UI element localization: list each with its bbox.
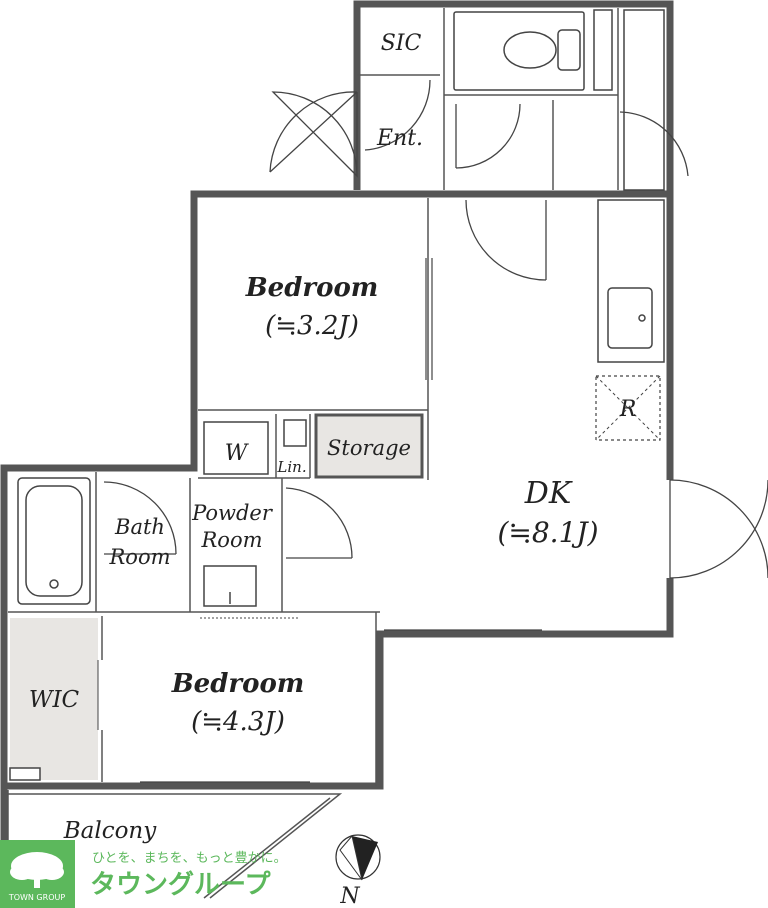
internal-walls [8, 8, 665, 786]
sink-icon [597, 199, 665, 363]
fridge-box [595, 375, 661, 441]
sic-label: SIC [381, 31, 422, 56]
tree-icon [10, 852, 64, 888]
bedroom1-size: (≒3.2J) [265, 311, 359, 341]
toilet-icon [453, 11, 585, 91]
balcony-label: Balcony [63, 818, 158, 844]
powder-room-label-1: Powder [191, 501, 274, 525]
wic-label: WIC [29, 687, 80, 713]
washer-icon [203, 421, 269, 475]
dk-size: (≒8.1J) [497, 516, 598, 549]
bathtub-icon [17, 477, 91, 605]
washer-label: W [225, 441, 250, 466]
wic-shelf [9, 767, 41, 781]
bath-room-label-2: Room [108, 545, 170, 569]
storage-label: Storage [327, 436, 411, 460]
compass-north-label: N [339, 884, 360, 908]
wic-fill [10, 618, 98, 780]
bedroom2-name: Bedroom [171, 669, 305, 699]
bath-room-label-1: Bath [114, 515, 165, 539]
linen-shelf [283, 419, 307, 447]
fridge-label: R [619, 397, 637, 422]
logo-mark-text: TOWN GROUP [8, 893, 66, 902]
doors [97, 79, 768, 783]
powder-room-label-2: Room [200, 528, 262, 552]
dk-name: DK [524, 476, 573, 511]
bedroom2-size: (≒4.3J) [191, 707, 285, 737]
vanity-icon [203, 565, 257, 607]
entrance-label: Ent. [376, 126, 423, 151]
bedroom1-name: Bedroom [245, 273, 379, 303]
town-group-logo: TOWN GROUP ひとを、まちを、もっと豊かに。 タウングループ [0, 840, 287, 908]
linen-label: Lin. [276, 458, 306, 476]
storage-fill [316, 415, 422, 477]
compass-icon: N [335, 834, 381, 908]
logo-tagline: ひとを、まちを、もっと豊かに。 [92, 851, 287, 866]
logo-brand: タウングループ [90, 870, 271, 900]
